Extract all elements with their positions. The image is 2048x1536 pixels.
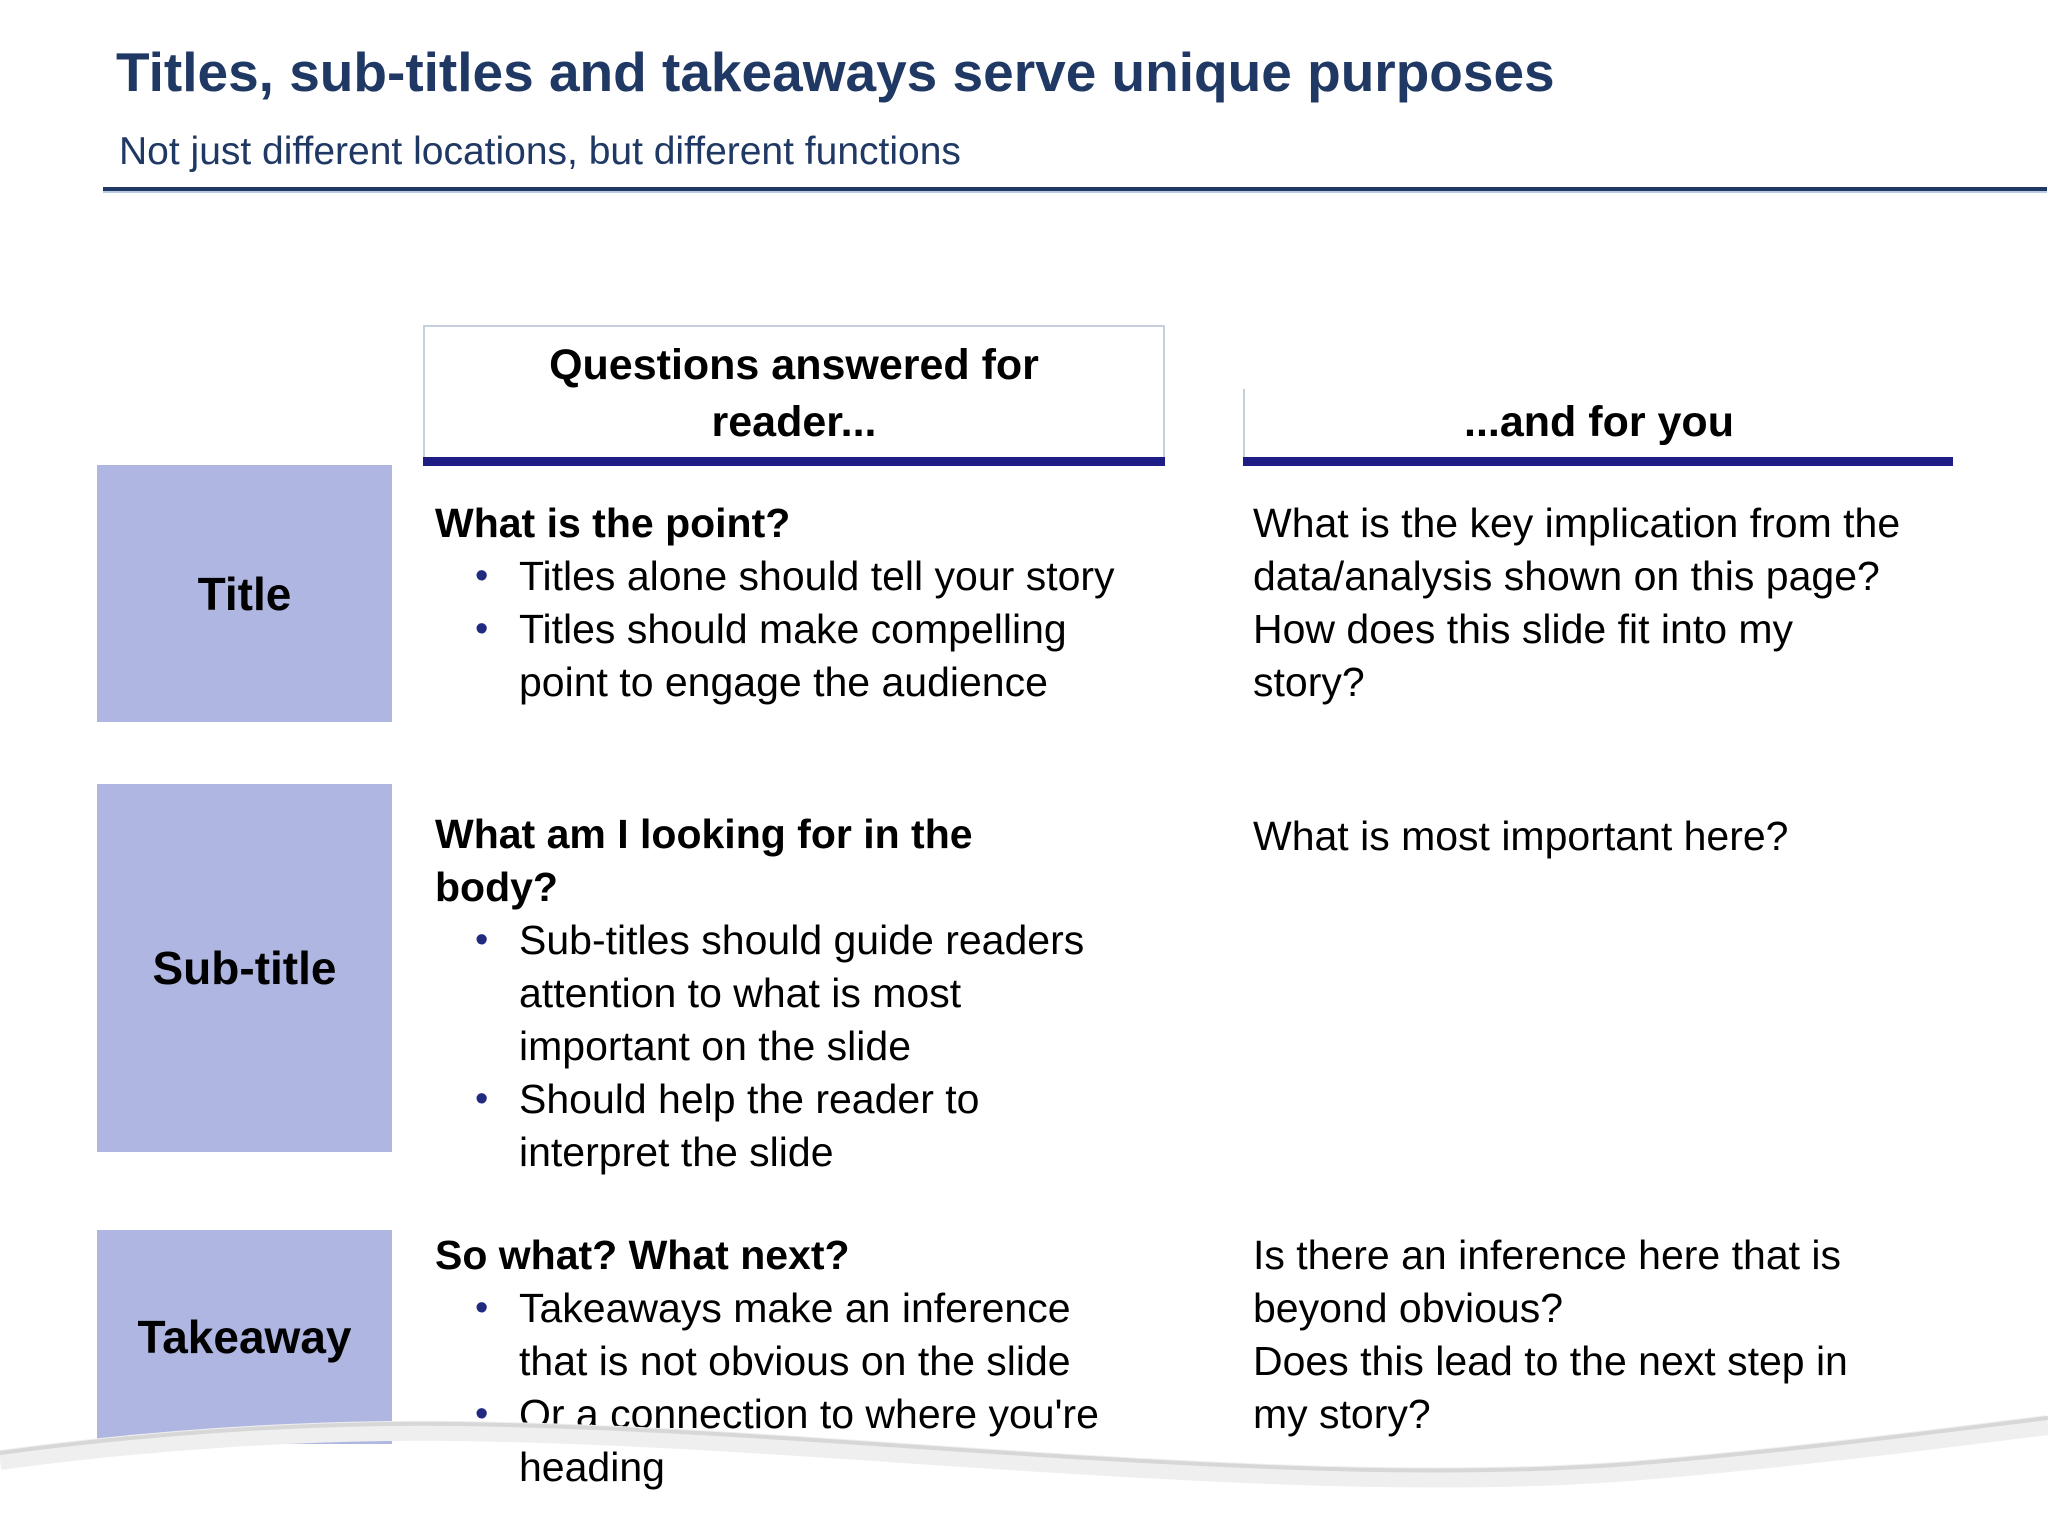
cell-heading: What is the point?: [435, 500, 791, 546]
cell-heading: So what? What next?: [435, 1232, 850, 1278]
column-header-reader-underline: [423, 457, 1165, 466]
bullet-icon: •: [475, 608, 489, 650]
bullet-icon: •: [475, 1078, 489, 1120]
title-divider-shadow: [103, 191, 2047, 193]
bullet-item: • Should help the reader to interpret th…: [435, 1073, 1187, 1179]
cell-you-takeaway: Is there an inference here that is beyon…: [1253, 1229, 2015, 1441]
you-text: What is the key implication from the dat…: [1253, 500, 1901, 705]
column-header-you: ...and for you: [1243, 389, 1953, 457]
bullet-text: Takeaways make an inference that is not …: [519, 1285, 1071, 1384]
bullet-item: • Titles alone should tell your story: [435, 550, 1187, 603]
bullet-text: Sub-titles should guide readers attentio…: [519, 917, 1085, 1069]
slide-subtitle: Not just different locations, but differ…: [119, 130, 961, 173]
bullet-icon: •: [475, 555, 489, 597]
row-label-takeaway: Takeaway: [97, 1230, 392, 1444]
bullet-icon: •: [475, 919, 489, 961]
bullet-text: Titles alone should tell your story: [519, 553, 1115, 599]
row-label-subtitle: Sub-title: [97, 784, 392, 1152]
decorative-wave: [0, 1415, 2048, 1488]
bullet-text: Titles should make compelling point to e…: [519, 606, 1067, 705]
bullet-icon: •: [475, 1287, 489, 1329]
you-text: What is most important here?: [1253, 813, 1789, 859]
bullet-item: • Sub-titles should guide readers attent…: [435, 914, 1187, 1073]
slide-title: Titles, sub-titles and takeaways serve u…: [116, 41, 1555, 103]
cell-you-subtitle: What is most important here?: [1253, 810, 2015, 863]
bullet-text: Should help the reader to interpret the …: [519, 1076, 980, 1175]
you-text: Is there an inference here that is beyon…: [1253, 1232, 1848, 1437]
bullet-item: • Takeaways make an inference that is no…: [435, 1282, 1187, 1388]
column-header-you-underline: [1243, 457, 1953, 466]
title-divider: [103, 187, 2047, 191]
bullet-item: • Titles should make compelling point to…: [435, 603, 1187, 709]
cell-heading: What am I looking for in the body?: [435, 811, 973, 910]
cell-reader-title: What is the point? • Titles alone should…: [435, 497, 1187, 709]
cell-reader-subtitle: What am I looking for in the body? • Sub…: [435, 808, 1187, 1179]
row-label-title: Title: [97, 465, 392, 722]
column-header-reader: Questions answered for reader...: [423, 325, 1165, 457]
cell-you-title: What is the key implication from the dat…: [1253, 497, 2015, 709]
